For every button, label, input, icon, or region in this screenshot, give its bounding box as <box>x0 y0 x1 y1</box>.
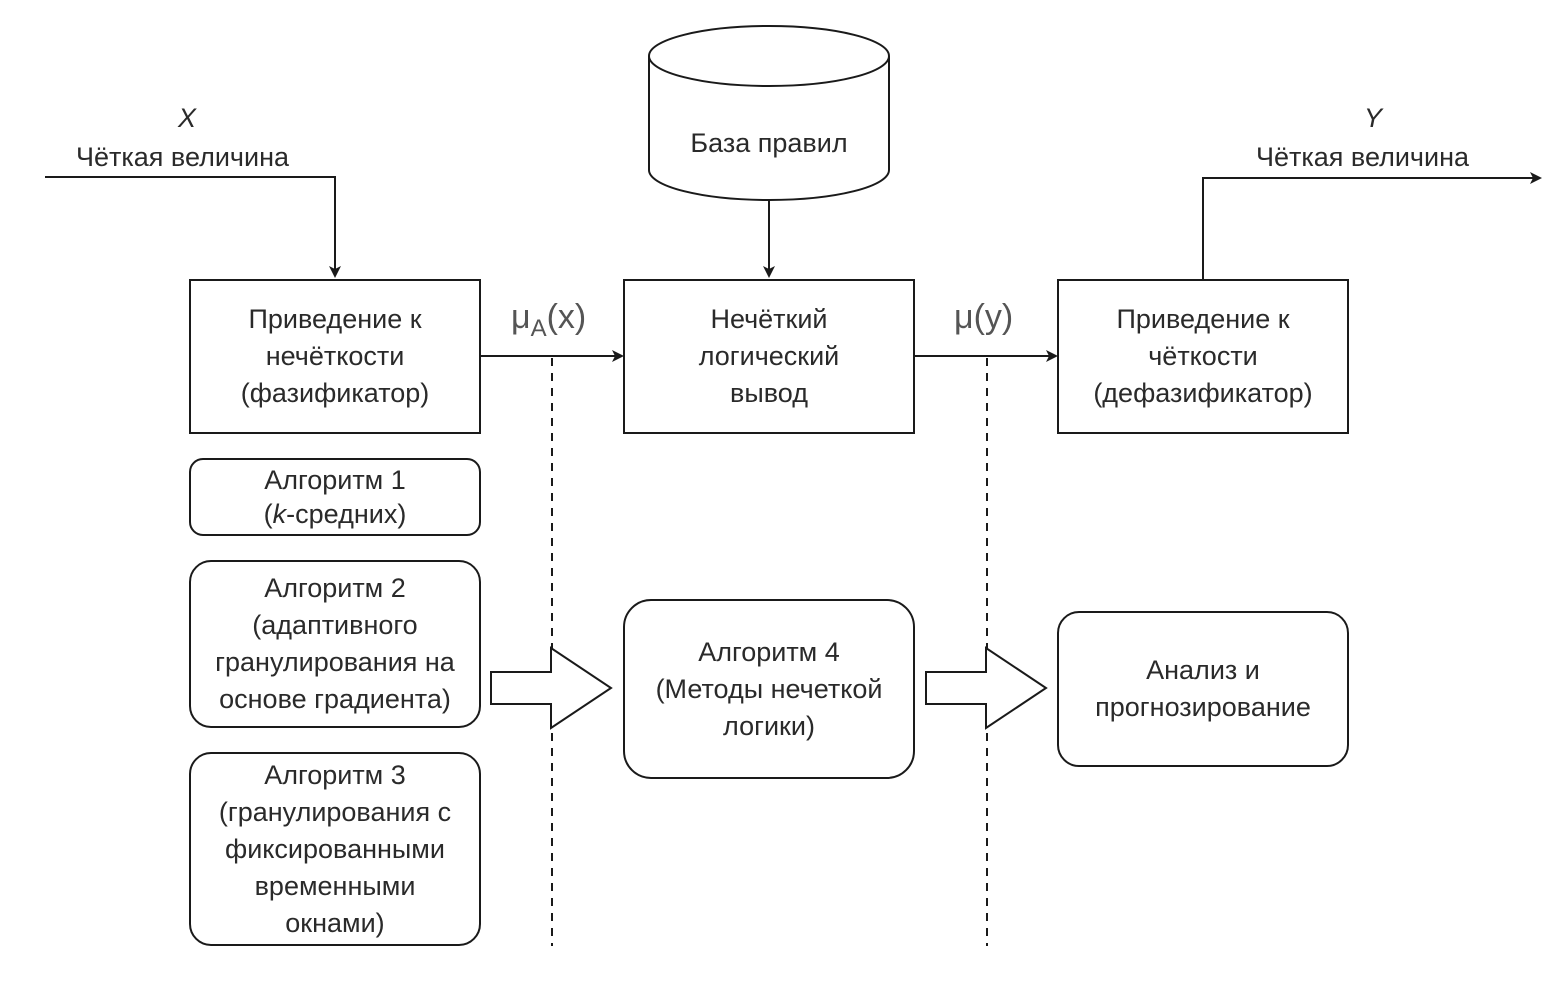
mu-a-sub: A <box>530 315 547 342</box>
algorithm-2-line-2: (адаптивного <box>252 610 418 640</box>
block-arrow-to-alg4 <box>490 646 613 730</box>
input-arrow <box>45 176 341 278</box>
inference-line-2: логический <box>698 341 840 371</box>
defuzzifier-block: Приведение к чёткости (дефазификатор) <box>1057 279 1349 434</box>
inference-line-3: вывод <box>730 378 808 408</box>
algorithm-4-line-2: (Методы нечеткой <box>655 673 883 704</box>
mu-y-label: μ(y) <box>954 298 1013 337</box>
algorithm-1-desc: (k-средних) <box>264 497 407 531</box>
algorithm-4-block: Алгоритм 4 (Методы нечеткой логики) <box>623 599 915 779</box>
output-symbol: Y <box>1364 103 1383 133</box>
inference-block: Нечёткий логический вывод <box>623 279 915 434</box>
algorithm-1-block: Алгоритм 1 (k-средних) <box>189 458 481 536</box>
mu-a-base: μ <box>511 298 531 336</box>
algorithm-3-line-5: окнами) <box>285 907 385 938</box>
analysis-line-1: Анализ и <box>1146 655 1260 685</box>
analysis-line-2: прогнозирование <box>1095 692 1311 722</box>
defuzzifier-line-1: Приведение к <box>1116 304 1290 334</box>
output-arrow <box>1202 172 1542 279</box>
defuzzifier-line-2: чёткости <box>1148 341 1258 371</box>
fuzzifier-block: Приведение к нечёткости (фазификатор) <box>189 279 481 434</box>
defuzzifier-line-3: (дефазификатор) <box>1093 378 1313 408</box>
block-arrow-to-analysis <box>925 646 1048 730</box>
rule-base-cylinder <box>648 25 890 201</box>
alg1-rest: -средних) <box>286 499 407 529</box>
fuzzifier-line-1: Приведение к <box>248 304 422 334</box>
fuzzifier-line-3: (фазификатор) <box>240 378 430 408</box>
algorithm-3-line-2: (гранулирования с <box>218 796 452 827</box>
algorithm-2-line-1: Алгоритм 2 <box>264 573 406 603</box>
algorithm-2-line-3: гранулирования на <box>215 647 455 677</box>
mu-a-label: μA(x) <box>511 298 586 343</box>
mu-y-base: μ <box>954 298 974 336</box>
mu-a-arg: (x) <box>546 298 587 336</box>
rule-base-label: База правил <box>690 128 848 158</box>
algorithm-3-line-3: фиксированными <box>225 833 445 864</box>
alg1-paren: ( <box>263 499 273 529</box>
algorithm-2-line-4: основе градиента) <box>219 684 451 714</box>
algorithm-2-block: Алгоритм 2 (адаптивного гранулирования н… <box>189 560 481 728</box>
algorithm-4-line-3: логики) <box>723 710 815 741</box>
analysis-block: Анализ и прогнозирование <box>1057 611 1349 767</box>
inference-line-1: Нечёткий <box>710 304 828 334</box>
algorithm-4-line-1: Алгоритм 4 <box>698 636 840 667</box>
algorithm-3-block: Алгоритм 3 (гранулирования с фиксированн… <box>189 752 481 946</box>
output-label: Чёткая величина <box>1256 142 1469 172</box>
algorithm-1-title: Алгоритм 1 <box>264 465 406 495</box>
input-label: Чёткая величина <box>76 142 289 172</box>
fuzzifier-line-2: нечёткости <box>265 341 405 371</box>
mu-y-arg: (y) <box>973 298 1014 336</box>
alg1-k: k <box>272 499 287 529</box>
input-symbol: X <box>178 103 197 133</box>
algorithm-3-line-1: Алгоритм 3 <box>264 759 406 790</box>
algorithm-3-line-4: временными <box>254 870 416 901</box>
